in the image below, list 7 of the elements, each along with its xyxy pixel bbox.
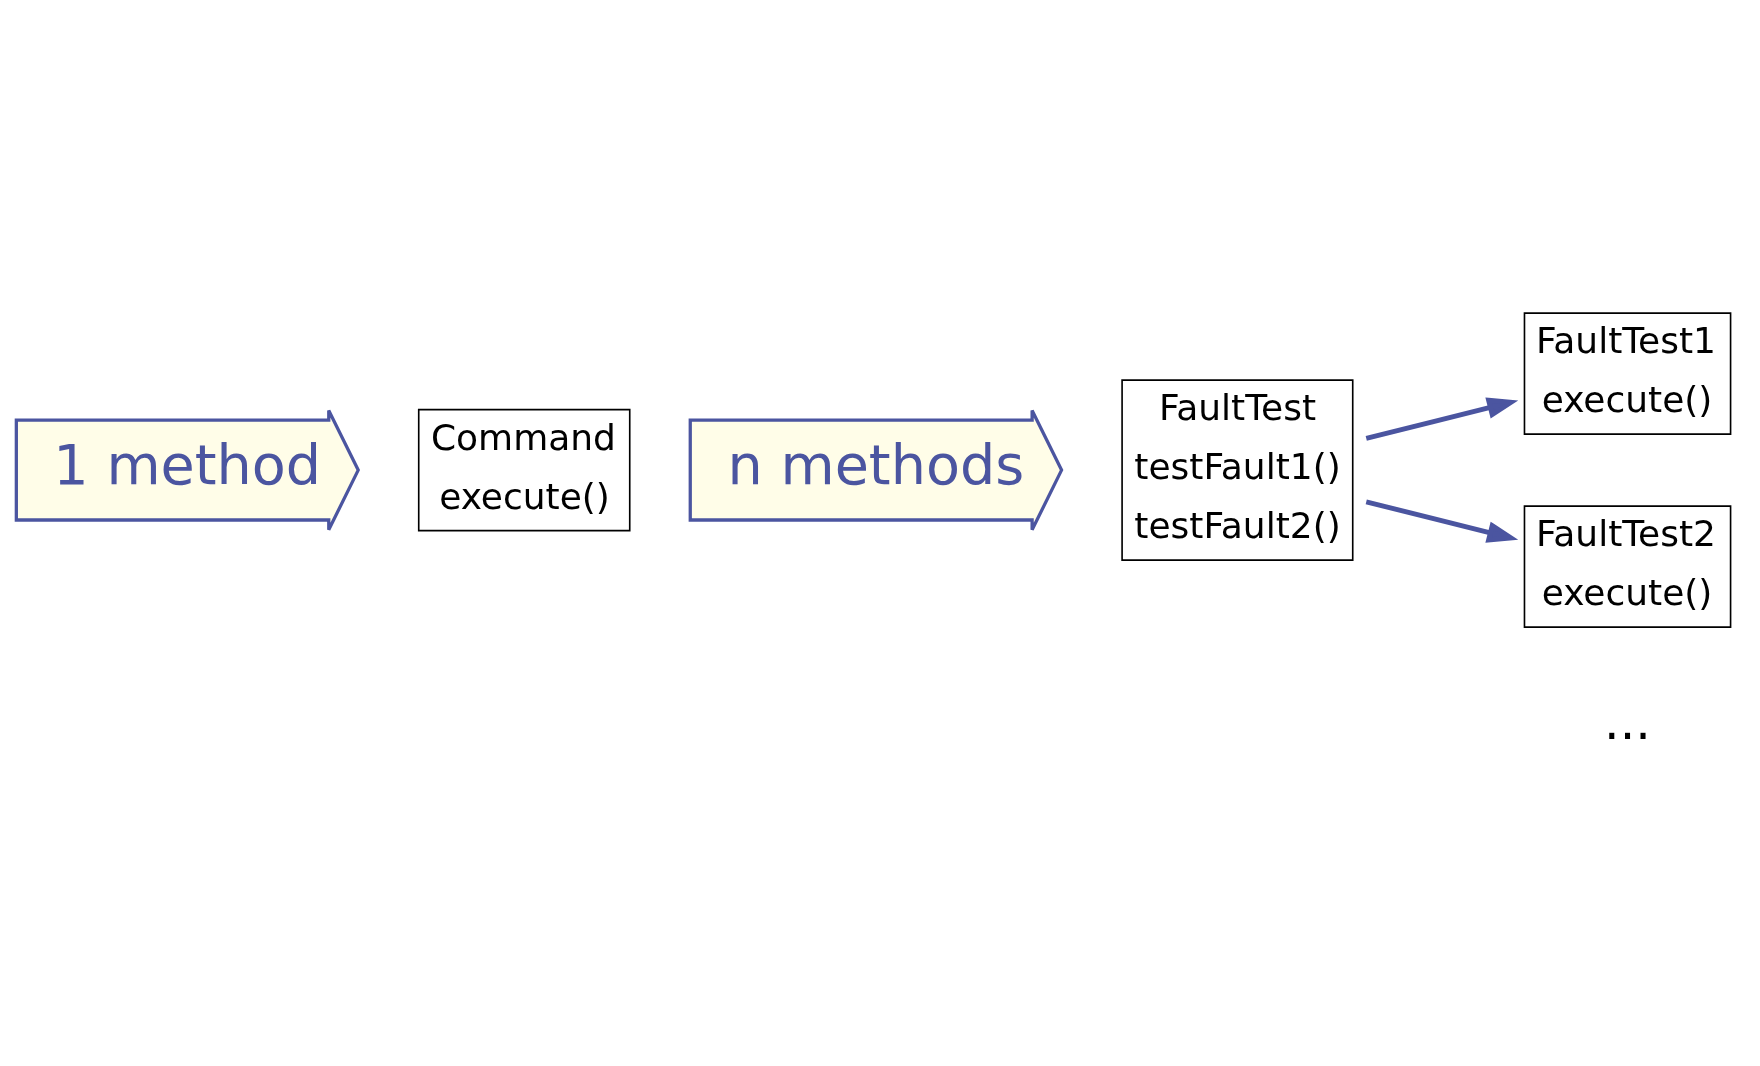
arrow	[1365, 498, 1519, 543]
label: ...	[1604, 692, 1651, 751]
node-box: FaultTest1 execute()	[1523, 311, 1732, 435]
node-box: FaultTest2 execute()	[1523, 504, 1732, 628]
node-box: FaultTest testFault1() testFault2()	[1121, 378, 1354, 561]
arrow	[1365, 396, 1519, 441]
node-box: Command execute()	[417, 408, 631, 531]
